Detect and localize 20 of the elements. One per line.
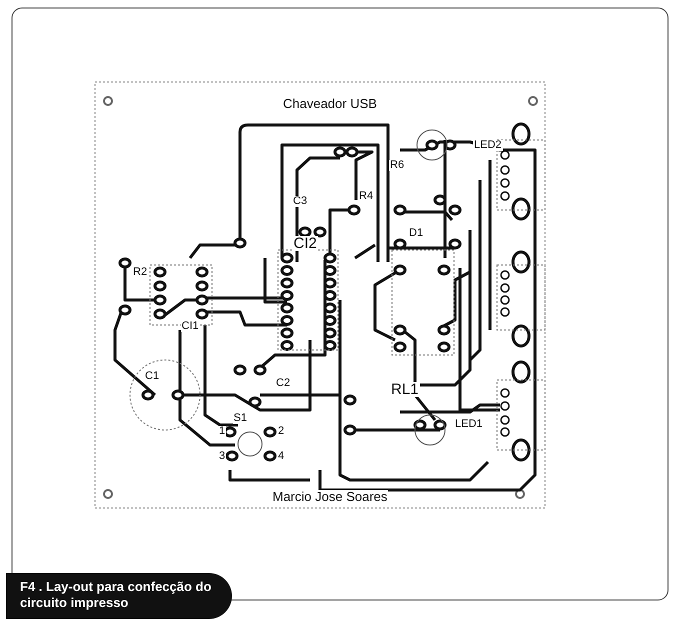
pin-number: 3 — [218, 450, 226, 462]
component-label: R2 — [132, 266, 148, 278]
component-label: LED1 — [454, 418, 484, 430]
component-label: C3 — [292, 196, 308, 206]
mirror-text: Chaveador USB — [282, 96, 378, 110]
component-label: CI1 — [180, 320, 200, 332]
component-label: RL1 — [390, 382, 420, 396]
component-label: R4 — [358, 190, 374, 202]
component-label: C1 — [144, 370, 160, 382]
figure-caption: F4 . Lay-out para confecção do circuito impresso — [6, 573, 232, 619]
pin-number: 4 — [277, 450, 286, 462]
mirror-text: Marcio Jose Soares — [272, 490, 388, 502]
component-label: C2 — [275, 378, 292, 388]
component-label: D1 — [408, 228, 424, 238]
component-label: CI2 — [292, 236, 318, 250]
pin-number: 2 — [277, 426, 286, 436]
component-label: R6 — [389, 160, 406, 170]
component-label: S1 — [232, 412, 248, 424]
pin-number: 1 — [218, 426, 226, 436]
component-label: LED2 — [473, 140, 503, 150]
